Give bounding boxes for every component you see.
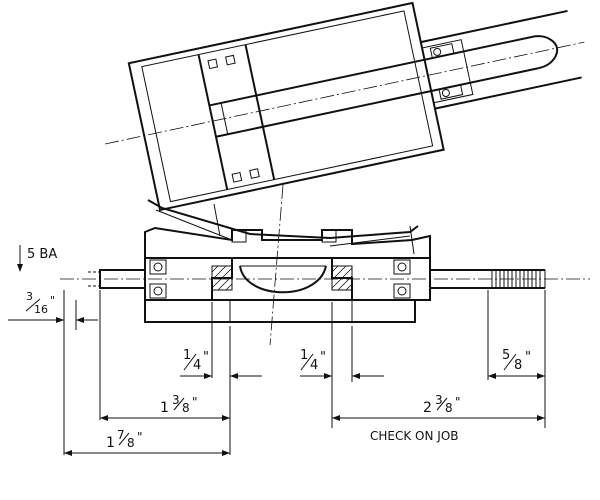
svg-text:1: 1 [106,435,115,451]
svg-text:": " [203,350,209,365]
svg-text:4: 4 [310,358,318,373]
tilted-cylinder-assembly [104,1,585,212]
dim-1-3-8: 1 3 8 " [100,393,230,421]
piston-rod [209,35,559,138]
spherical-seat [239,265,327,294]
svg-text:8: 8 [182,401,190,415]
trunnion-wedge [147,199,419,255]
svg-text:2: 2 [423,400,432,416]
thread-callout-label: 5 BA [27,247,57,262]
svg-text:": " [137,430,143,444]
dim-1-7-8: 1 7 8 " [64,428,230,456]
dim-5-8: 5 8 " [488,348,545,379]
svg-text:8: 8 [445,401,453,415]
base-clamp [144,226,431,323]
dim-3-16: 3 16 " [8,290,98,323]
svg-text:7: 7 [117,428,125,442]
svg-text:5: 5 [502,348,510,363]
svg-text:": " [455,395,461,409]
svg-text:": " [320,350,326,365]
left-jaw-hatch [211,265,233,291]
svg-text:3: 3 [26,290,33,303]
extension-lines [63,290,546,455]
svg-text:3: 3 [435,393,443,407]
cylinder-body [127,1,445,212]
svg-text:16: 16 [34,303,48,316]
dim-2-3-8: 2 3 8 " [332,393,545,421]
svg-text:1: 1 [183,348,191,363]
dim-1-4-left: 1 4 " [180,348,262,379]
svg-text:": " [50,294,55,307]
cylinder-liner [141,10,434,203]
svg-text:3: 3 [172,393,180,407]
cylinder-centre-line [104,41,585,145]
svg-text:1: 1 [300,348,308,363]
svg-text:": " [192,395,198,409]
base-plate [144,299,416,323]
dim-1-4-right: 1 4 " [300,348,384,379]
svg-text:4: 4 [193,358,201,373]
svg-text:": " [525,350,531,365]
check-on-job-note: CHECK ON JOB [370,429,459,443]
o-rings [149,259,411,299]
svg-text:8: 8 [514,358,522,373]
svg-text:8: 8 [127,436,135,450]
right-jaw-hatch [331,265,353,291]
vertical-axis-line [269,184,284,346]
piston [197,44,276,190]
svg-text:1: 1 [160,400,169,416]
